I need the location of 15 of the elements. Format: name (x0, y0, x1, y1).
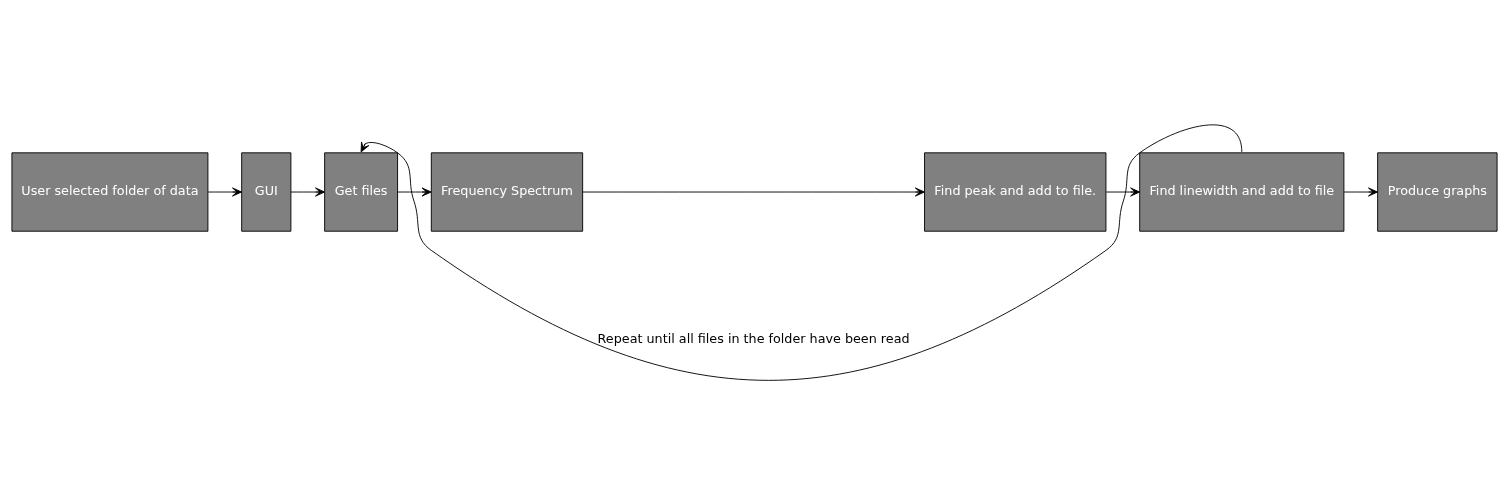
arrow (290, 186, 326, 197)
edge-label: Repeat until all files in the folder have been read (597, 330, 910, 346)
node-box: Frequency Spectrum (430, 151, 584, 232)
node-box: Find peak and add to file. (924, 151, 1107, 232)
arrow (1105, 186, 1141, 197)
node-box: GUI (241, 151, 292, 232)
node-box: Get files (324, 151, 399, 232)
node-box: Find linewidth and add to file (1139, 151, 1345, 232)
node-box: Produce graphs (1377, 151, 1498, 232)
arrow (582, 186, 925, 197)
arrow (1343, 186, 1378, 197)
arrow (360, 123, 1243, 381)
arrow (397, 186, 432, 197)
arrow (207, 186, 243, 197)
node-box: User selected folder of data (11, 151, 209, 232)
